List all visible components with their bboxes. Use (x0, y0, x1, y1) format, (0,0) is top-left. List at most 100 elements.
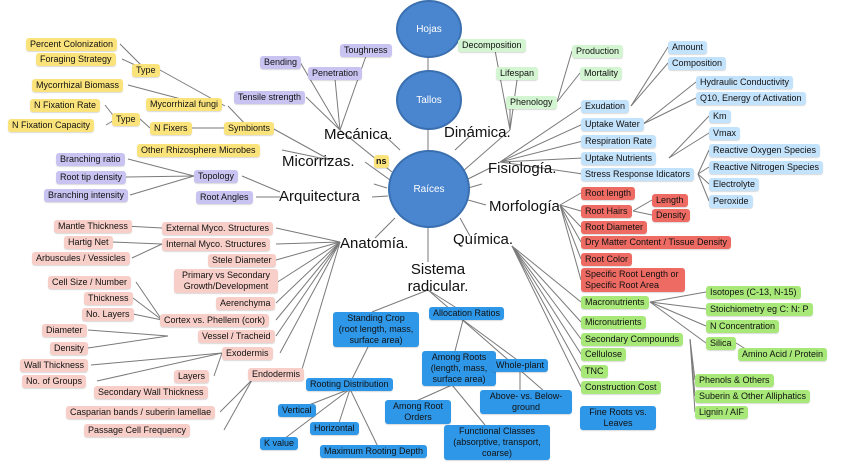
maximum-rooting-depth[interactable]: Maximum Rooting Depth (320, 445, 428, 458)
root-length[interactable]: Root length (581, 187, 636, 200)
uptake-water[interactable]: Uptake Water (581, 118, 644, 131)
mycorrhizal-biomass[interactable]: Mycorrhizal Biomass (32, 79, 124, 92)
lifespan[interactable]: Lifespan (496, 67, 539, 80)
macronutrients[interactable]: Macronutrients (581, 296, 649, 309)
cell-size-number[interactable]: Cell Size / Number (48, 276, 132, 289)
root-color[interactable]: Root Color (581, 253, 633, 266)
vertical-distribution[interactable]: Vertical (278, 404, 316, 417)
penetration[interactable]: Penetration (308, 67, 363, 80)
tnc[interactable]: TNC (581, 365, 608, 378)
above-vs-below-ground[interactable]: Above- vs. Below-ground (480, 390, 572, 414)
root-tip-density[interactable]: Root tip density (56, 171, 127, 184)
wall-thickness[interactable]: Wall Thickness (20, 359, 89, 372)
lignin-aif[interactable]: Lignin / AIF (695, 406, 749, 419)
n-fixers[interactable]: N Fixers (150, 122, 192, 135)
root-hairs[interactable]: Root Hairs (581, 205, 632, 218)
respiration-rate[interactable]: Respiration Rate (581, 135, 657, 148)
among-roots[interactable]: Among Roots (length, mass, surface area) (422, 351, 496, 386)
stress-response-indicators[interactable]: Stress Response Idicators (581, 168, 695, 181)
bending[interactable]: Bending (260, 56, 302, 69)
branching-intensity[interactable]: Branching intensity (44, 189, 129, 202)
tallos-node[interactable]: Tallos (396, 70, 462, 130)
arbuscules-vessicles[interactable]: Arbuscules / Vessicles (32, 252, 130, 265)
silica[interactable]: Silica (706, 337, 736, 350)
n-fixation-rate[interactable]: N Fixation Rate (30, 99, 101, 112)
cortex-thickness[interactable]: Thickness (84, 292, 133, 305)
standing-crop[interactable]: Standing Crop (root length, mass, surfac… (333, 312, 419, 347)
phenology[interactable]: Phenology (506, 96, 557, 109)
k-value[interactable]: K value (260, 437, 299, 450)
whole-plant[interactable]: Whole-plant (492, 359, 549, 372)
toughness[interactable]: Toughness (340, 44, 392, 57)
casparian-bands[interactable]: Casparian bands / suberin lamellae (66, 406, 216, 419)
stele-diameter[interactable]: Stele Diameter (208, 254, 276, 267)
phenols-others[interactable]: Phenols & Others (695, 374, 774, 387)
exodermis-layers[interactable]: Layers (174, 370, 210, 383)
among-root-orders[interactable]: Among Root Orders (385, 400, 451, 424)
topology[interactable]: Topology (194, 170, 239, 183)
electrolyte[interactable]: Electrolyte (709, 178, 760, 191)
stoichiometry[interactable]: Stoichiometry eg C: N: P (706, 303, 813, 316)
cellulose[interactable]: Cellulose (581, 348, 627, 361)
secondary-compounds[interactable]: Secondary Compounds (581, 333, 684, 346)
vessel-tracheid[interactable]: Vessel / Tracheid (198, 330, 275, 343)
functional-classes[interactable]: Functional Classes (absorptive, transpor… (444, 425, 550, 460)
vessel-diameter[interactable]: Diameter (42, 324, 87, 337)
n-fixation-capacity[interactable]: N Fixation Capacity (8, 119, 95, 132)
amino-acid-protein[interactable]: Amino Acid / Protein (738, 348, 828, 361)
mantle-thickness[interactable]: Mantle Thickness (54, 220, 132, 233)
exudation[interactable]: Exudation (581, 100, 630, 113)
tensile-strength[interactable]: Tensile strength (234, 91, 306, 104)
peroxide[interactable]: Peroxide (709, 195, 753, 208)
km[interactable]: Km (709, 110, 731, 123)
hartig-net[interactable]: Hartig Net (64, 236, 113, 249)
root-hair-length[interactable]: Length (652, 194, 688, 207)
specific-root-length[interactable]: Specific Root Length or Specific Root Ar… (581, 268, 685, 292)
isotopes[interactable]: Isotopes (C-13, N-15) (706, 286, 801, 299)
raices-node[interactable]: Raíces (388, 150, 470, 228)
fine-roots-vs-leaves[interactable]: Fine Roots vs. Leaves (580, 406, 656, 430)
no-of-groups[interactable]: No. of Groups (22, 375, 87, 388)
root-angles[interactable]: Root Angles (196, 191, 253, 204)
vessel-density[interactable]: Density (50, 342, 89, 355)
production[interactable]: Production (572, 45, 624, 58)
secondary-wall-thickness[interactable]: Secondary Wall Thickness (94, 386, 208, 399)
endodermis[interactable]: Endodermis (248, 368, 305, 381)
mycorrhiza-type[interactable]: Type (132, 64, 160, 77)
other-rhizosphere-microbes[interactable]: Other Rhizosphere Microbes (137, 144, 260, 157)
root-hair-density[interactable]: Density (652, 209, 691, 222)
mortality[interactable]: Mortality (580, 67, 623, 80)
foraging-strategy[interactable]: Foraging Strategy (36, 53, 116, 66)
rooting-distribution[interactable]: Rooting Distribution (306, 378, 393, 391)
cortex-no-layers[interactable]: No. Layers (82, 308, 134, 321)
n-concentration[interactable]: N Concentration (706, 320, 780, 333)
external-myco-structures[interactable]: External Myco. Structures (162, 222, 274, 235)
dry-matter-content[interactable]: Dry Matter Content / Tissue Density (581, 236, 732, 249)
vmax[interactable]: Vmax (709, 127, 741, 140)
horizontal-distribution[interactable]: Horizontal (310, 422, 359, 435)
reactive-nitrogen-species[interactable]: Reactive Nitrogen Species (709, 161, 824, 174)
n-fixer-type[interactable]: Type (112, 113, 140, 126)
hydraulic-conductivity[interactable]: Hydraulic Conductivity (696, 76, 794, 89)
passage-cell-frequency[interactable]: Passage Cell Frequency (84, 424, 191, 437)
reactive-oxygen-species[interactable]: Reactive Oxygen Species (709, 144, 821, 157)
internal-myco-structures[interactable]: Internal Myco. Structures (162, 238, 271, 251)
allocation-ratios[interactable]: Allocation Ratios (429, 307, 505, 320)
micronutrients[interactable]: Micronutrients (581, 316, 646, 329)
percent-colonization[interactable]: Percent Colonization (26, 38, 118, 51)
exudate-amount[interactable]: Amount (668, 41, 708, 54)
exodermis[interactable]: Exodermis (222, 347, 273, 360)
primary-vs-secondary-growth[interactable]: Primary vs Secondary Growth/Development (174, 269, 278, 293)
cortex-vs-phellem[interactable]: Cortex vs. Phellem (cork) (160, 314, 270, 327)
hojas-node[interactable]: Hojas (396, 0, 462, 58)
aerenchyma[interactable]: Aerenchyma (216, 297, 275, 310)
mycorrhizal-fungi[interactable]: Mycorrhizal fungi (146, 98, 223, 111)
symbionts[interactable]: Symbionts (224, 122, 275, 135)
root-diameter[interactable]: Root Diameter (581, 221, 648, 234)
construction-cost[interactable]: Construction Cost (581, 381, 661, 394)
suberin-alliphatics[interactable]: Suberin & Other Alliphatics (695, 390, 811, 403)
q10-energy-activation[interactable]: Q10, Energy of Activation (696, 92, 806, 105)
branching-ratio[interactable]: Branching ratio (56, 153, 125, 166)
uptake-nutrients[interactable]: Uptake Nutrients (581, 152, 657, 165)
decomposition[interactable]: Decomposition (458, 39, 526, 52)
